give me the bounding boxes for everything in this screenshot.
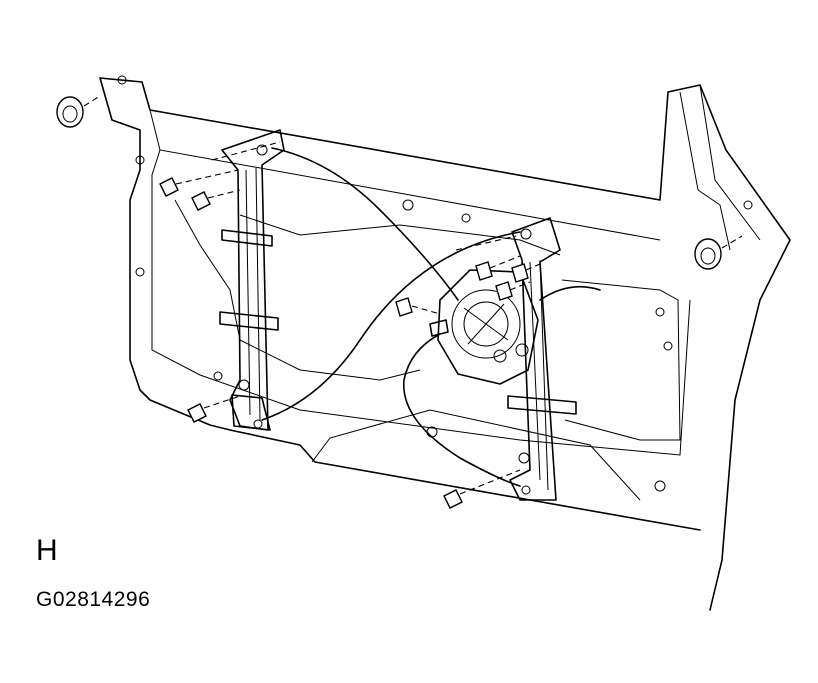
figure-code: G02814296 <box>36 588 151 611</box>
door-inner-panel <box>99 75 791 611</box>
mounting-bolts <box>159 141 541 509</box>
left-regulator-rail <box>219 129 285 431</box>
bolt-2 <box>191 189 241 211</box>
right-regulator-rail <box>507 217 577 501</box>
bolt-5 <box>395 297 441 317</box>
upper-bracket-install-line <box>211 141 281 161</box>
regulator-motor <box>429 269 539 385</box>
bolt-7 <box>495 281 531 301</box>
left-grommet <box>56 95 101 128</box>
upper-right-install-line <box>455 235 517 251</box>
bolt-6 <box>475 255 521 281</box>
right-grommet <box>694 235 743 270</box>
bolt-4 <box>443 469 521 509</box>
bolt-1 <box>159 169 239 197</box>
bolt-8 <box>511 263 541 283</box>
bolt-3 <box>187 395 241 423</box>
view-label: H <box>36 534 58 567</box>
